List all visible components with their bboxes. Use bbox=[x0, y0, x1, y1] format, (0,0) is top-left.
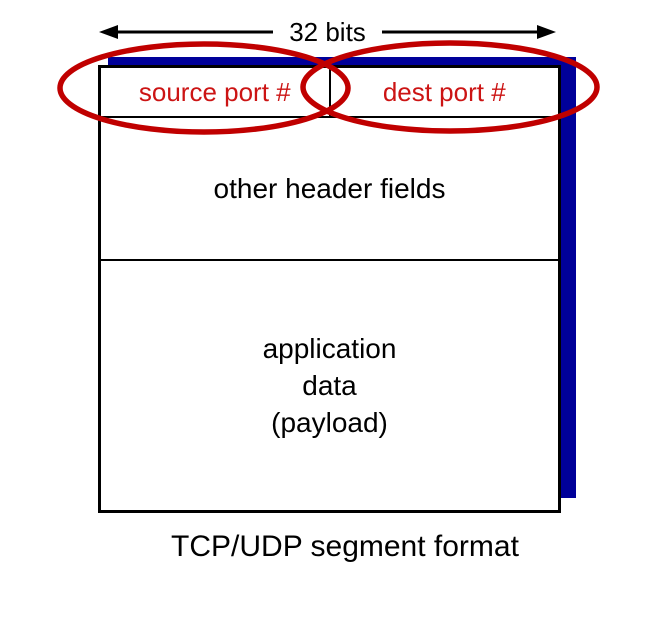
port-number-row: source port # dest port # bbox=[101, 68, 558, 118]
source-port-label: source port # bbox=[138, 76, 291, 107]
width-measure: 32 bits bbox=[98, 10, 557, 54]
other-header-fields-field: other header fields bbox=[101, 118, 558, 261]
segment-box: source port # dest port # other header f… bbox=[98, 65, 561, 513]
other-header-fields-label: other header fields bbox=[213, 172, 446, 204]
source-port-field: source port # bbox=[101, 68, 331, 116]
dest-port-label: dest port # bbox=[382, 76, 506, 107]
bits-width-label: 32 bits bbox=[273, 16, 382, 48]
arrow-left-head bbox=[99, 25, 118, 39]
arrow-right-head bbox=[537, 25, 556, 39]
diagram-caption: TCP/UDP segment format bbox=[171, 530, 519, 563]
payload-line-3: (payload) bbox=[271, 407, 388, 438]
payload-line-1: application bbox=[262, 333, 397, 364]
application-data-field: application data (payload) bbox=[101, 261, 558, 510]
payload-line-2: data bbox=[302, 370, 357, 401]
dest-port-field: dest port # bbox=[331, 68, 559, 116]
